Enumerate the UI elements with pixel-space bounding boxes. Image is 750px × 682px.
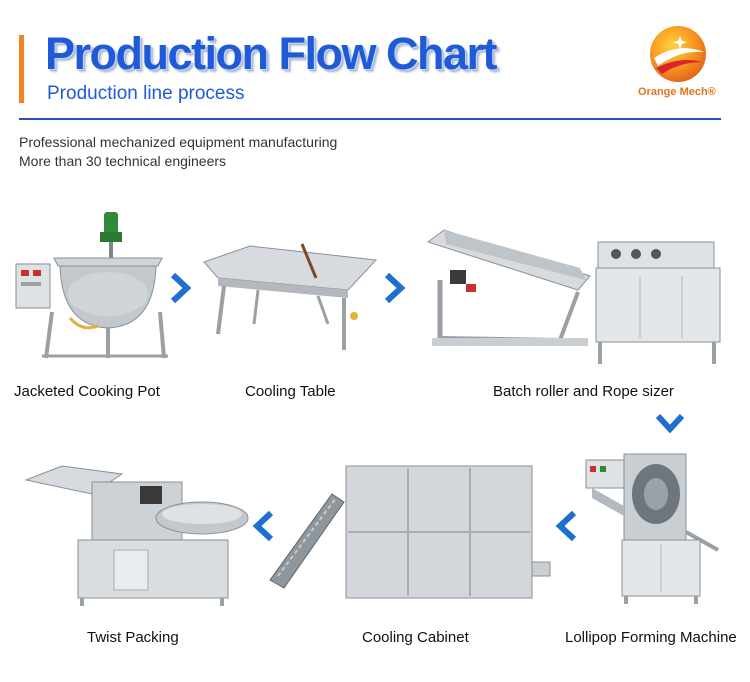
cooling-cabinet-image bbox=[269, 465, 551, 599]
page-subtitle: Production line process bbox=[47, 83, 245, 104]
chevron-right-icon bbox=[384, 272, 406, 304]
page-title: Production Flow Chart bbox=[45, 28, 497, 79]
intro-line-1: Professional mechanized equipment manufa… bbox=[19, 134, 338, 150]
header-divider bbox=[19, 118, 721, 120]
step-label-lollipop-forming-machine: Lollipop Forming Machine bbox=[565, 629, 737, 646]
step-label-batch-roller-rope-sizer: Batch roller and Rope sizer bbox=[493, 383, 674, 400]
twist-packing-image bbox=[24, 465, 249, 606]
step-label-cooling-cabinet: Cooling Cabinet bbox=[362, 629, 469, 646]
cooling-table-image bbox=[203, 243, 378, 350]
intro-line-2: More than 30 technical engineers bbox=[19, 153, 227, 169]
step-label-twist-packing: Twist Packing bbox=[87, 629, 179, 646]
chevron-left-icon bbox=[252, 510, 274, 542]
chevron-down-icon bbox=[655, 413, 685, 433]
step-label-cooling-table: Cooling Table bbox=[245, 383, 336, 400]
batch-roller-rope-sizer-image bbox=[426, 229, 721, 364]
jacketed-cooking-pot-image bbox=[15, 212, 168, 359]
lollipop-forming-machine-image bbox=[585, 453, 719, 604]
brand-logo bbox=[650, 26, 706, 82]
step-label-jacketed-cooking-pot: Jacketed Cooking Pot bbox=[14, 383, 160, 400]
brand-name: Orange Mech® bbox=[638, 86, 716, 98]
chevron-left-icon bbox=[555, 510, 577, 542]
title-accent-bar bbox=[19, 35, 24, 103]
chevron-right-icon bbox=[170, 272, 192, 304]
intro-text: Professional mechanized equipment manufa… bbox=[19, 133, 337, 171]
